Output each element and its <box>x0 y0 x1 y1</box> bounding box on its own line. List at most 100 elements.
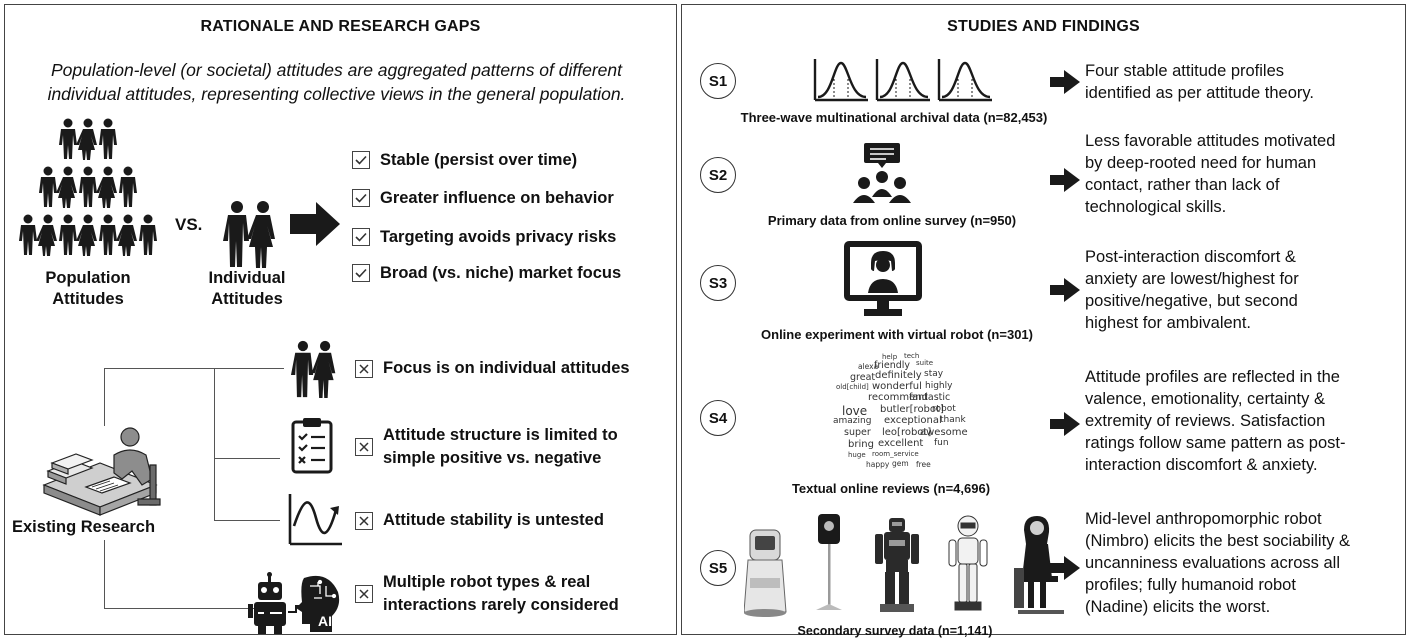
finding-line: Post-interaction discomfort & <box>1085 248 1296 266</box>
population-label: Population Attitudes <box>32 268 144 310</box>
finding-line: anxiety are lowest/highest for <box>1085 270 1299 288</box>
person-icon <box>116 214 137 256</box>
advantage-item: Greater influence on behavior <box>352 186 614 210</box>
word-cloud-word: free <box>916 460 931 469</box>
population-label-line2: Attitudes <box>52 290 124 308</box>
right-arrow-icon <box>1050 556 1080 580</box>
word-cloud-word: awesome <box>920 427 968 438</box>
virtual-robot-monitor-icon <box>844 241 922 316</box>
word-cloud-word: happy <box>866 460 890 469</box>
word-cloud-word: love <box>842 404 868 418</box>
gap-text-line: interactions rarely considered <box>383 596 619 614</box>
existing-research-label: Existing Research <box>12 518 156 536</box>
word-cloud-word: old[child] <box>836 383 869 391</box>
right-arrow-icon <box>1050 412 1080 436</box>
person-icon <box>99 118 117 159</box>
couple-icon <box>290 340 336 398</box>
checkbox-checked-icon <box>352 264 370 282</box>
stability-curve-icon <box>288 494 342 546</box>
gap-item: Attitude structure is limited to simple p… <box>355 424 618 470</box>
finding-line: Mid-level anthropomorphic robot <box>1085 510 1322 528</box>
person-icon <box>19 214 37 255</box>
word-cloud-word: super <box>844 427 871 438</box>
word-cloud-word: gem <box>892 459 909 468</box>
word-cloud-word: suite <box>916 359 934 367</box>
finding-line: ratings follow same pattern as post- <box>1085 434 1346 452</box>
robot-lineup-icon <box>744 514 1064 617</box>
finding-line: highest for ambivalent. <box>1085 314 1252 332</box>
word-cloud-word: fantastic <box>909 392 951 403</box>
finding-line: (Nadine) elicits the worst. <box>1085 598 1271 616</box>
gap-text-line: Attitude structure is limited to <box>383 426 618 444</box>
intro-text: Population-level (or societal) attitudes… <box>47 60 626 104</box>
finding-text: Post-interaction discomfort & anxiety ar… <box>1085 246 1405 334</box>
word-cloud-word: thank <box>940 415 966 425</box>
finding-line: by deep-rooted need for human <box>1085 154 1317 172</box>
finding-line: identified as per attitude theory. <box>1085 84 1315 102</box>
gap-text: Attitude stability is untested <box>383 509 604 532</box>
study-id-badge: S5 <box>700 550 736 586</box>
word-cloud-word: definitely <box>875 370 922 381</box>
connector-line <box>104 540 106 608</box>
finding-line: Four stable attitude profiles <box>1085 62 1285 80</box>
connector-line <box>214 458 280 460</box>
study-caption: Three-wave multinational archival data (… <box>740 110 1048 125</box>
word-cloud-word: butler[robot] <box>880 404 944 415</box>
person-icon <box>36 214 57 256</box>
checkbox-x-icon <box>355 359 373 378</box>
finding-line: valence, emotionality, certainty & <box>1085 390 1325 408</box>
connector-line <box>104 608 254 610</box>
checkbox-checked-icon <box>352 151 370 169</box>
person-icon <box>99 214 117 255</box>
word-cloud-word: help <box>882 353 898 361</box>
person-icon <box>56 166 77 208</box>
individual-label-line2: Attitudes <box>211 290 283 308</box>
study-id-badge: S4 <box>700 400 736 436</box>
gap-text: Focus is on individual attitudes <box>383 357 630 380</box>
gap-text-line: simple positive vs. negative <box>383 449 602 467</box>
checkbox-checked-icon <box>352 189 370 207</box>
person-icon <box>79 166 97 207</box>
connector-line <box>104 368 284 370</box>
word-cloud-word: robot <box>932 404 956 414</box>
study-id-badge: S3 <box>700 265 736 301</box>
advantage-item: Targeting avoids privacy risks <box>352 225 616 249</box>
word-cloud-word: huge <box>848 451 866 459</box>
finding-line: contact, rather than lack of <box>1085 176 1280 194</box>
study-id-badge: S1 <box>700 63 736 99</box>
person-icon <box>119 166 137 207</box>
finding-line: technological skills. <box>1085 198 1227 216</box>
connector-line <box>214 520 280 522</box>
checkbox-x-icon <box>355 585 373 603</box>
study-id-badge: S2 <box>700 157 736 193</box>
word-cloud-word: room_service <box>872 450 919 458</box>
person-icon <box>59 214 77 255</box>
word-cloud-word: recommend <box>868 392 928 403</box>
finding-line: (Nimbro) elicits the best sociability & <box>1085 532 1350 550</box>
word-cloud-word: bring <box>848 439 874 450</box>
population-label-line1: Population <box>45 269 131 287</box>
word-cloud-word: exceptional <box>884 415 942 426</box>
individual-label: Individual Attitudes <box>192 268 302 310</box>
word-cloud-word: wonderful <box>872 381 922 392</box>
study-caption: Online experiment with virtual robot (n=… <box>761 327 1033 342</box>
connector-line <box>214 368 216 520</box>
word-cloud-word: leo[robot] <box>882 427 932 438</box>
person-icon <box>39 166 57 207</box>
population-crowd-icon <box>19 118 157 256</box>
word-cloud-word: fun <box>934 438 949 448</box>
advantage-item: Broad (vs. niche) market focus <box>352 261 621 285</box>
word-cloud-word: tech <box>904 352 920 360</box>
finding-text: Four stable attitude profiles identified… <box>1085 60 1405 104</box>
finding-line: Attitude profiles are reflected in the <box>1085 368 1340 386</box>
finding-line: uncanniness evaluations across all <box>1085 554 1340 572</box>
study-caption: Primary data from online survey (n=950) <box>767 213 1017 228</box>
clipboard-checklist-icon <box>291 418 333 474</box>
right-arrow-icon <box>290 202 340 246</box>
gap-item: Focus is on individual attitudes <box>355 357 630 380</box>
advantage-text: Stable (persist over time) <box>380 150 578 169</box>
individual-couple-icon <box>223 201 275 268</box>
